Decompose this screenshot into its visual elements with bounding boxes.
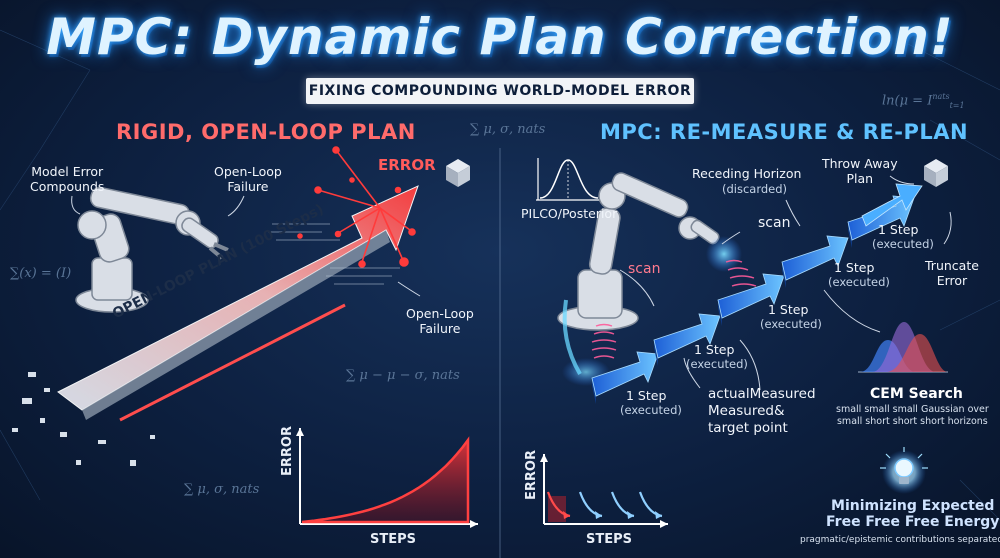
math-formula-1: ln(μ = Inatst=1	[882, 92, 965, 110]
mpc-step-arrows	[591, 183, 923, 404]
step-label-1: 1 Step	[626, 388, 667, 403]
free-energy-title: Minimizing Expected Free Free Free Energ…	[826, 498, 1000, 530]
error-label: ERROR	[378, 156, 436, 174]
step-arrow	[653, 313, 721, 359]
final-step-arrow	[861, 183, 923, 227]
step-label-2: 1 Step	[694, 342, 735, 357]
error-burst	[297, 146, 416, 268]
cube-icon	[446, 159, 470, 187]
receding-horizon-label: Receding Horizon	[692, 166, 802, 181]
measured-target-label: actualMeasured Measured& target point	[708, 386, 816, 436]
cem-search-desc: small small small Gaussian over small sh…	[836, 404, 989, 427]
free-energy-note: pragmatic/epistemic contributions separa…	[800, 535, 1000, 545]
network-background	[0, 29, 1000, 521]
scan-ripples	[591, 259, 757, 359]
error-reset-arrowhead	[595, 511, 602, 519]
page-title: MPC: Dynamic Plan Correction!	[46, 8, 954, 66]
error-reset-curves	[546, 491, 663, 522]
error-reset-segment	[638, 491, 663, 518]
scan-label-left: scan	[628, 261, 661, 277]
step-label-5: 1 Step	[878, 222, 919, 237]
error-trend-arrow	[119, 303, 346, 422]
debris-fragments	[12, 372, 155, 466]
open-loop-plan-arrow	[57, 185, 419, 420]
model-error-label: Model Error Compounds	[30, 164, 105, 194]
pilco-posterior-label: PILCO/Posterior	[521, 206, 618, 221]
step-arrow-shadow	[848, 222, 852, 248]
step-arrow-shadow	[592, 378, 596, 404]
step-arrow	[717, 273, 785, 319]
step-note-3: (executed)	[760, 317, 822, 331]
scan-glow	[706, 236, 742, 272]
bell-curve-icon	[536, 158, 600, 201]
math-formula-3: ∑ μ − μ − σ, nats	[346, 368, 460, 383]
step-note-2: (executed)	[686, 357, 748, 371]
error-reset-arrowhead	[627, 511, 634, 519]
step-arrow	[591, 351, 659, 397]
receding-horizon-note: (discarded)	[722, 182, 788, 196]
glitch-noise	[268, 223, 400, 285]
step-arrow-shadow	[782, 262, 786, 288]
callout-arrows-right	[619, 175, 952, 391]
error-reset-arrowhead	[655, 511, 662, 519]
right-panel-heading: MPC: RE-MEASURE & RE-PLAN	[600, 120, 969, 144]
lightbulb-icon	[880, 447, 928, 494]
right-chart-xlabel: STEPS	[586, 532, 633, 547]
left-chart-xlabel: STEPS	[370, 532, 417, 547]
robot-arm-right-icon	[557, 172, 720, 331]
error-growth-curve	[301, 436, 470, 524]
scan-label-top: scan	[758, 215, 791, 231]
right-error-chart	[540, 454, 668, 528]
open-loop-failure-label-2: Open-Loop Failure	[406, 306, 474, 336]
step-label-4: 1 Step	[834, 260, 875, 275]
step-note-4: (executed)	[828, 275, 890, 289]
throw-away-plan-label: Throw Away Plan	[822, 156, 898, 186]
left-panel-heading: RIGID, OPEN-LOOP PLAN	[116, 120, 416, 144]
left-error-chart	[296, 428, 478, 528]
math-formula-2: ∑ μ, σ, nats	[470, 122, 546, 137]
step-note-1: (executed)	[620, 403, 682, 417]
cube-icon	[924, 159, 948, 187]
step-note-5: (executed)	[872, 237, 934, 251]
cem-search-title: CEM Search	[870, 386, 963, 402]
step-arrow-shadow	[654, 340, 658, 366]
robot-arm-left-icon	[75, 186, 229, 313]
math-formula-5: ∑(x) = (I)	[10, 266, 72, 281]
subtitle-banner: FIXING COMPOUNDING WORLD-MODEL ERROR	[306, 78, 694, 104]
right-chart-ylabel: ERROR	[524, 450, 539, 500]
step-label-3: 1 Step	[768, 302, 809, 317]
open-loop-failure-label: Open-Loop Failure	[214, 164, 282, 194]
step-arrow	[781, 235, 849, 281]
math-formula-4: ∑ μ, σ, nats	[184, 482, 260, 497]
cem-gaussians-icon	[858, 322, 948, 373]
error-reset-arrowhead	[563, 511, 570, 519]
truncate-error-label: Truncate Error	[925, 258, 979, 288]
scan-beam	[562, 299, 582, 376]
left-chart-ylabel: ERROR	[280, 426, 295, 476]
step-arrow-shadow	[718, 300, 722, 326]
error-reset-segment	[578, 491, 603, 518]
error-reset-segment	[610, 491, 635, 518]
callout-arrows-left	[71, 195, 421, 297]
